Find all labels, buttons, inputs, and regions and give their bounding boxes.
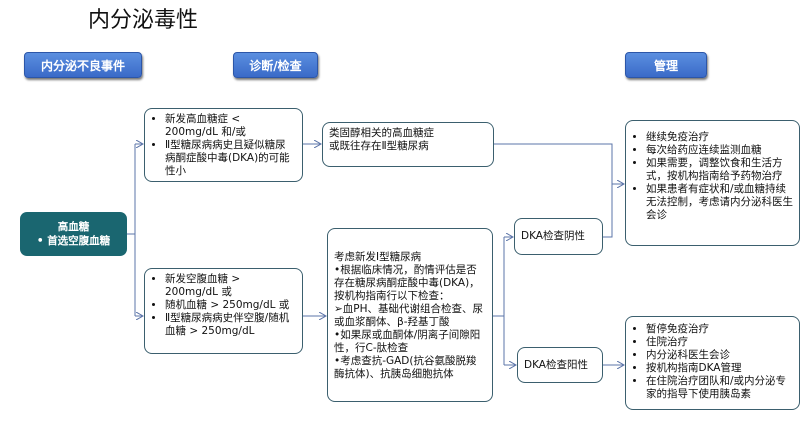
steroid-line: 或既往存在Ⅱ型糖尿病: [329, 140, 429, 152]
management-item: 暂停免疫治疗: [646, 323, 793, 336]
event-title: 高血糖: [57, 221, 90, 233]
criteria-item: Ⅱ型糖尿病病史伴空腹/随机血糖 > 250mg/dL: [165, 312, 296, 338]
header-management: 管理: [625, 52, 707, 78]
upper-criteria-box: 新发高血糖症 < 200mg/dL 和/或 Ⅱ型糖尿病病史且疑似糖尿病酮症酸中毒…: [144, 108, 303, 182]
steroid-box: 类固醇相关的高血糖症 或既往存在Ⅱ型糖尿病: [322, 122, 494, 167]
criteria-item: 随机血糖 > 250mg/dL 或: [165, 299, 296, 312]
type1-heading: 考虑新发Ⅰ型糖尿病: [334, 251, 422, 263]
management-upper-box: 继续免疫治疗 每次给药应连续监测血糖 如果需要，调整饮食和生活方式，按机构指南给…: [625, 120, 800, 246]
event-bullet-text: 首选空腹血糖: [47, 235, 111, 247]
type1-line: ➢血PH、基础代谢组合检查、尿或血浆酮体、β-羟基丁酸: [334, 303, 484, 328]
management-item: 如果患者有症状和/或血糖持续无法控制，考虑请内分泌科医生会诊: [646, 183, 793, 222]
criteria-item: 新发空腹血糖 > 200mg/dL 或: [165, 273, 296, 299]
lower-criteria-box: 新发空腹血糖 > 200mg/dL 或 随机血糖 > 250mg/dL 或 Ⅱ型…: [144, 268, 303, 354]
header-diagnosis: 诊断/检查: [233, 52, 318, 78]
criteria-item: 新发高血糖症 < 200mg/dL 和/或: [165, 113, 296, 139]
event-bullet: • 首选空腹血糖: [36, 235, 111, 247]
management-item: 按机构指南DKA管理: [646, 362, 793, 375]
management-item: 继续免疫治疗: [646, 131, 793, 144]
management-item: 如果需要，调整饮食和生活方式，按机构指南给予药物治疗: [646, 157, 793, 183]
management-item: 内分泌科医生会诊: [646, 349, 793, 362]
type1-line: •如果尿或血酮体/阴离子间隙阳性，行C-肽检查: [334, 329, 481, 354]
event-hyperglycemia: 高血糖 • 首选空腹血糖: [20, 212, 127, 256]
management-item: 每次给药应连续监测血糖: [646, 144, 793, 157]
dka-negative-box: DKA检查阴性: [514, 218, 603, 255]
steroid-line: 类固醇相关的高血糖症: [329, 127, 434, 139]
header-event: 内分泌不良事件: [24, 52, 142, 78]
management-lower-box: 暂停免疫治疗 住院治疗 内分泌科医生会诊 按机构指南DKA管理 在住院治疗团队和…: [625, 316, 800, 410]
criteria-item: Ⅱ型糖尿病病史且疑似糖尿病酮症酸中毒(DKA)的可能性小: [165, 139, 296, 178]
type1-line: •考虑查抗-GAD(抗谷氨酸脱羧酶抗体)、抗胰岛细胞抗体: [334, 355, 477, 380]
type1-line: •根据临床情况，酌情评估是否存在糖尿病酮症酸中毒(DKA)，按机构指南行以下检查…: [334, 264, 480, 302]
type1-box: 考虑新发Ⅰ型糖尿病 •根据临床情况，酌情评估是否存在糖尿病酮症酸中毒(DKA)，…: [327, 228, 493, 402]
management-item: 在住院治疗团队和/或内分泌专家的指导下使用胰岛素: [646, 375, 793, 401]
page-title: 内分泌毒性: [88, 8, 199, 33]
management-item: 住院治疗: [646, 336, 793, 349]
dka-positive-box: DKA检查阳性: [517, 347, 603, 383]
